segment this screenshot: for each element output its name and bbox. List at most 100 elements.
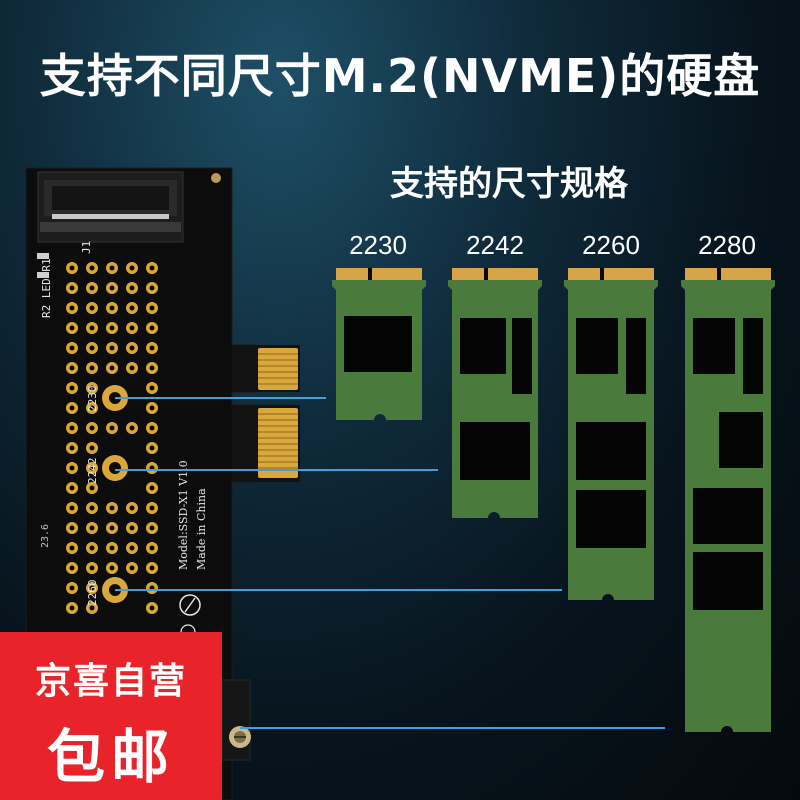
sizes-subtitle: 支持的尺寸规格 — [390, 164, 628, 204]
pad-hole — [89, 325, 95, 331]
made-in-text: Made in China — [195, 488, 208, 570]
pad-hole — [89, 425, 95, 431]
pad-hole — [69, 285, 75, 291]
pad-hole — [109, 425, 115, 431]
pad-hole — [89, 505, 95, 511]
hole-label-2260: 2260 — [86, 580, 99, 607]
pad-hole — [149, 385, 155, 391]
pad-hole — [109, 345, 115, 351]
pad-hole — [69, 305, 75, 311]
pad-hole — [69, 265, 75, 271]
pad-hole — [69, 605, 75, 611]
recycle-icon — [179, 594, 201, 616]
page-title: 支持不同尺寸M.2(NVME)的硬盘 — [39, 49, 761, 103]
pad-hole — [89, 525, 95, 531]
pad-hole — [149, 525, 155, 531]
size-label-2230: 2230 — [349, 230, 407, 260]
pad-hole — [149, 545, 155, 551]
connector-label: J1 — [80, 241, 93, 254]
pad-hole — [89, 265, 95, 271]
pad-grid — [66, 262, 158, 614]
pad-hole — [69, 525, 75, 531]
ssd-2230 — [332, 268, 426, 420]
pad-hole — [149, 425, 155, 431]
screw-icon — [229, 726, 251, 748]
pad-hole — [89, 305, 95, 311]
size-label-2242: 2242 — [466, 230, 524, 260]
size-lines — [115, 397, 665, 729]
pad-hole — [89, 465, 95, 471]
ssd-2260 — [564, 268, 658, 600]
pad-hole — [129, 525, 135, 531]
pad-hole — [129, 365, 135, 371]
pad-hole — [69, 505, 75, 511]
pad-hole — [129, 565, 135, 571]
pad-hole — [149, 325, 155, 331]
size-label-2260: 2260 — [582, 230, 640, 260]
pad-hole — [89, 385, 95, 391]
ssd-2280 — [681, 268, 775, 732]
pad-hole — [69, 465, 75, 471]
pad-hole — [129, 545, 135, 551]
pad-hole — [109, 545, 115, 551]
promo-line2: 包邮 — [46, 723, 175, 791]
pad-hole — [69, 425, 75, 431]
pad-hole — [109, 285, 115, 291]
pad-hole — [89, 585, 95, 591]
pad-hole — [149, 285, 155, 291]
pad-hole — [69, 365, 75, 371]
led-label: R2 LED R1 — [40, 258, 53, 318]
pad-hole — [109, 305, 115, 311]
pad-hole — [149, 345, 155, 351]
pad-hole — [129, 505, 135, 511]
board-small-mark: 23.6 — [40, 524, 51, 548]
pad-hole — [89, 545, 95, 551]
ssd-2242 — [448, 268, 542, 518]
pad-hole — [109, 365, 115, 371]
pad-hole — [129, 285, 135, 291]
pad-hole — [129, 325, 135, 331]
pad-hole — [129, 305, 135, 311]
pad-hole — [149, 485, 155, 491]
pad-hole — [109, 325, 115, 331]
pad-hole — [69, 485, 75, 491]
pad-hole — [69, 565, 75, 571]
pad-hole — [89, 405, 95, 411]
promo-line1: 京喜自营 — [34, 661, 187, 702]
pad-hole — [69, 585, 75, 591]
pad-hole — [149, 605, 155, 611]
pad-hole — [89, 565, 95, 571]
promo-badge: 京喜自营 包邮 — [0, 632, 222, 800]
pad-hole — [129, 425, 135, 431]
pad-hole — [89, 445, 95, 451]
pad-hole — [69, 325, 75, 331]
pcie-gold-fingers — [258, 348, 298, 478]
pad-hole — [149, 265, 155, 271]
hole-label-2230: 2230 — [86, 386, 99, 413]
pad-hole — [109, 525, 115, 531]
pad-hole — [149, 505, 155, 511]
pad-hole — [129, 265, 135, 271]
pad-hole — [149, 405, 155, 411]
m2-connector — [37, 171, 184, 243]
pad-hole — [149, 365, 155, 371]
pad-hole — [149, 445, 155, 451]
pad-hole — [69, 405, 75, 411]
size-label-2280: 2280 — [698, 230, 756, 260]
pad-hole — [69, 345, 75, 351]
hole-label-2242: 2242 — [86, 458, 99, 485]
model-text: Model:SSD-X1 V1.0 — [177, 460, 190, 570]
pad-hole — [129, 345, 135, 351]
pad-hole — [149, 305, 155, 311]
pad-hole — [69, 385, 75, 391]
pad-hole — [89, 605, 95, 611]
pad-hole — [69, 545, 75, 551]
pad-hole — [109, 505, 115, 511]
pad-hole — [109, 565, 115, 571]
pad-hole — [89, 285, 95, 291]
pad-hole — [69, 445, 75, 451]
pad-hole — [89, 345, 95, 351]
pad-hole — [89, 485, 95, 491]
pad-hole — [109, 265, 115, 271]
